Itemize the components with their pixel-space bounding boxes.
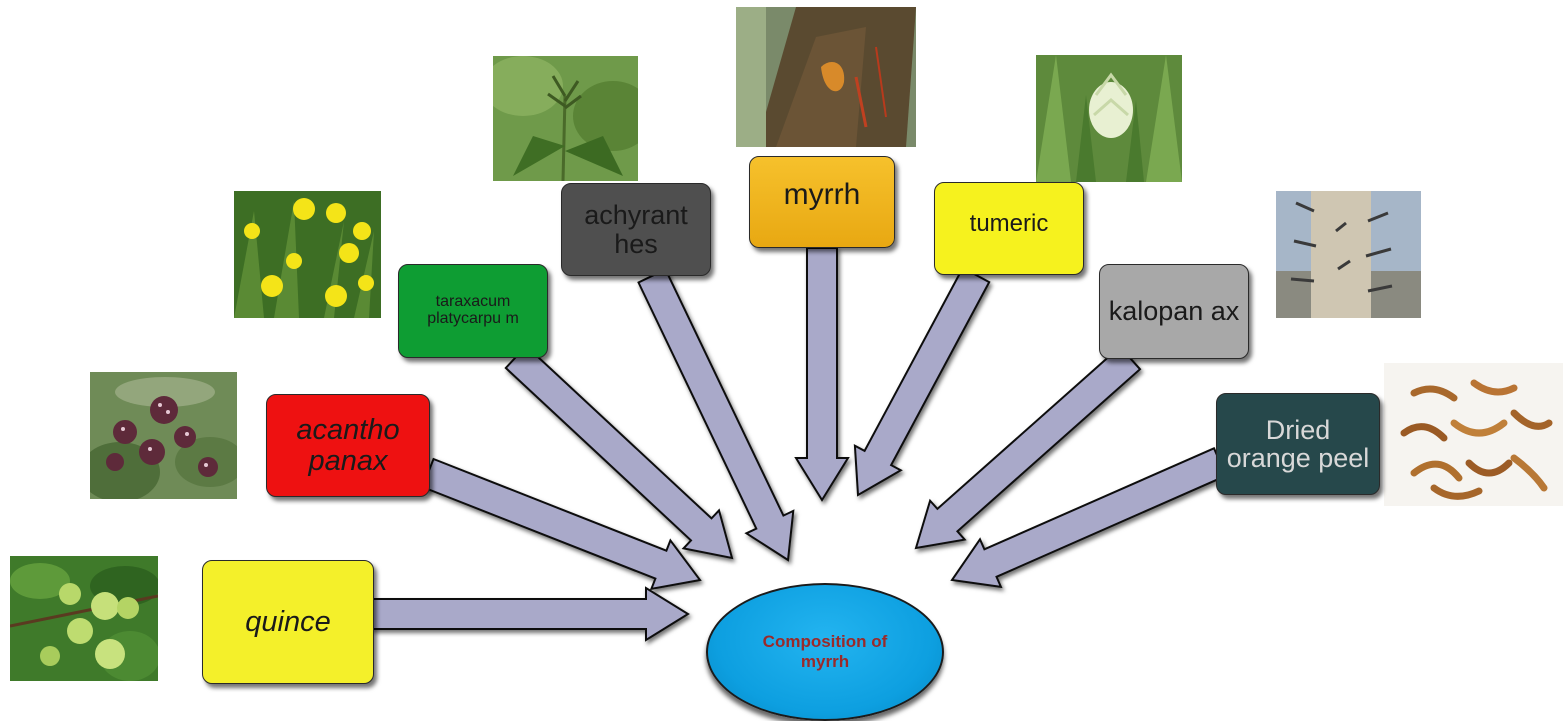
node-label: myrrh (784, 179, 861, 211)
node-label: achyrant hes (566, 201, 706, 258)
tumeric-photo (1036, 55, 1182, 182)
kalopanax-photo (1276, 191, 1421, 318)
node-achyranthes: achyrant hes (561, 183, 711, 276)
taraxacum-photo (234, 191, 381, 318)
node-acanthopanax: acantho panax (266, 394, 430, 497)
node-label: tumeric (970, 211, 1049, 236)
arrow-myrrh (796, 248, 848, 500)
acanthopanax-photo (90, 372, 237, 499)
node-dried-orange-peel: Dried orange peel (1216, 393, 1380, 495)
node-quince: quince (202, 560, 374, 684)
achyranthes-photo (493, 56, 638, 181)
node-label: kalopan ax (1109, 297, 1240, 325)
node-tumeric: tumeric (934, 182, 1084, 275)
myrrh-photo (736, 7, 940, 157)
node-label: acantho panax (271, 415, 425, 476)
arrow-tumeric (855, 268, 989, 495)
node-kalopanax: kalopan ax (1099, 264, 1249, 359)
arrow-quince (372, 588, 688, 640)
center-node: Composition of myrrh (706, 583, 944, 721)
node-myrrh: myrrh (749, 156, 895, 248)
center-label: Composition of myrrh (750, 632, 900, 673)
quince-photo (10, 556, 158, 681)
node-label: Dried orange peel (1221, 416, 1375, 473)
node-label: quince (245, 607, 330, 637)
node-taraxacum: taraxacum platycarpu m (398, 264, 548, 358)
node-label: taraxacum platycarpu m (403, 294, 543, 328)
dried-orange-peel-photo (1384, 363, 1563, 506)
